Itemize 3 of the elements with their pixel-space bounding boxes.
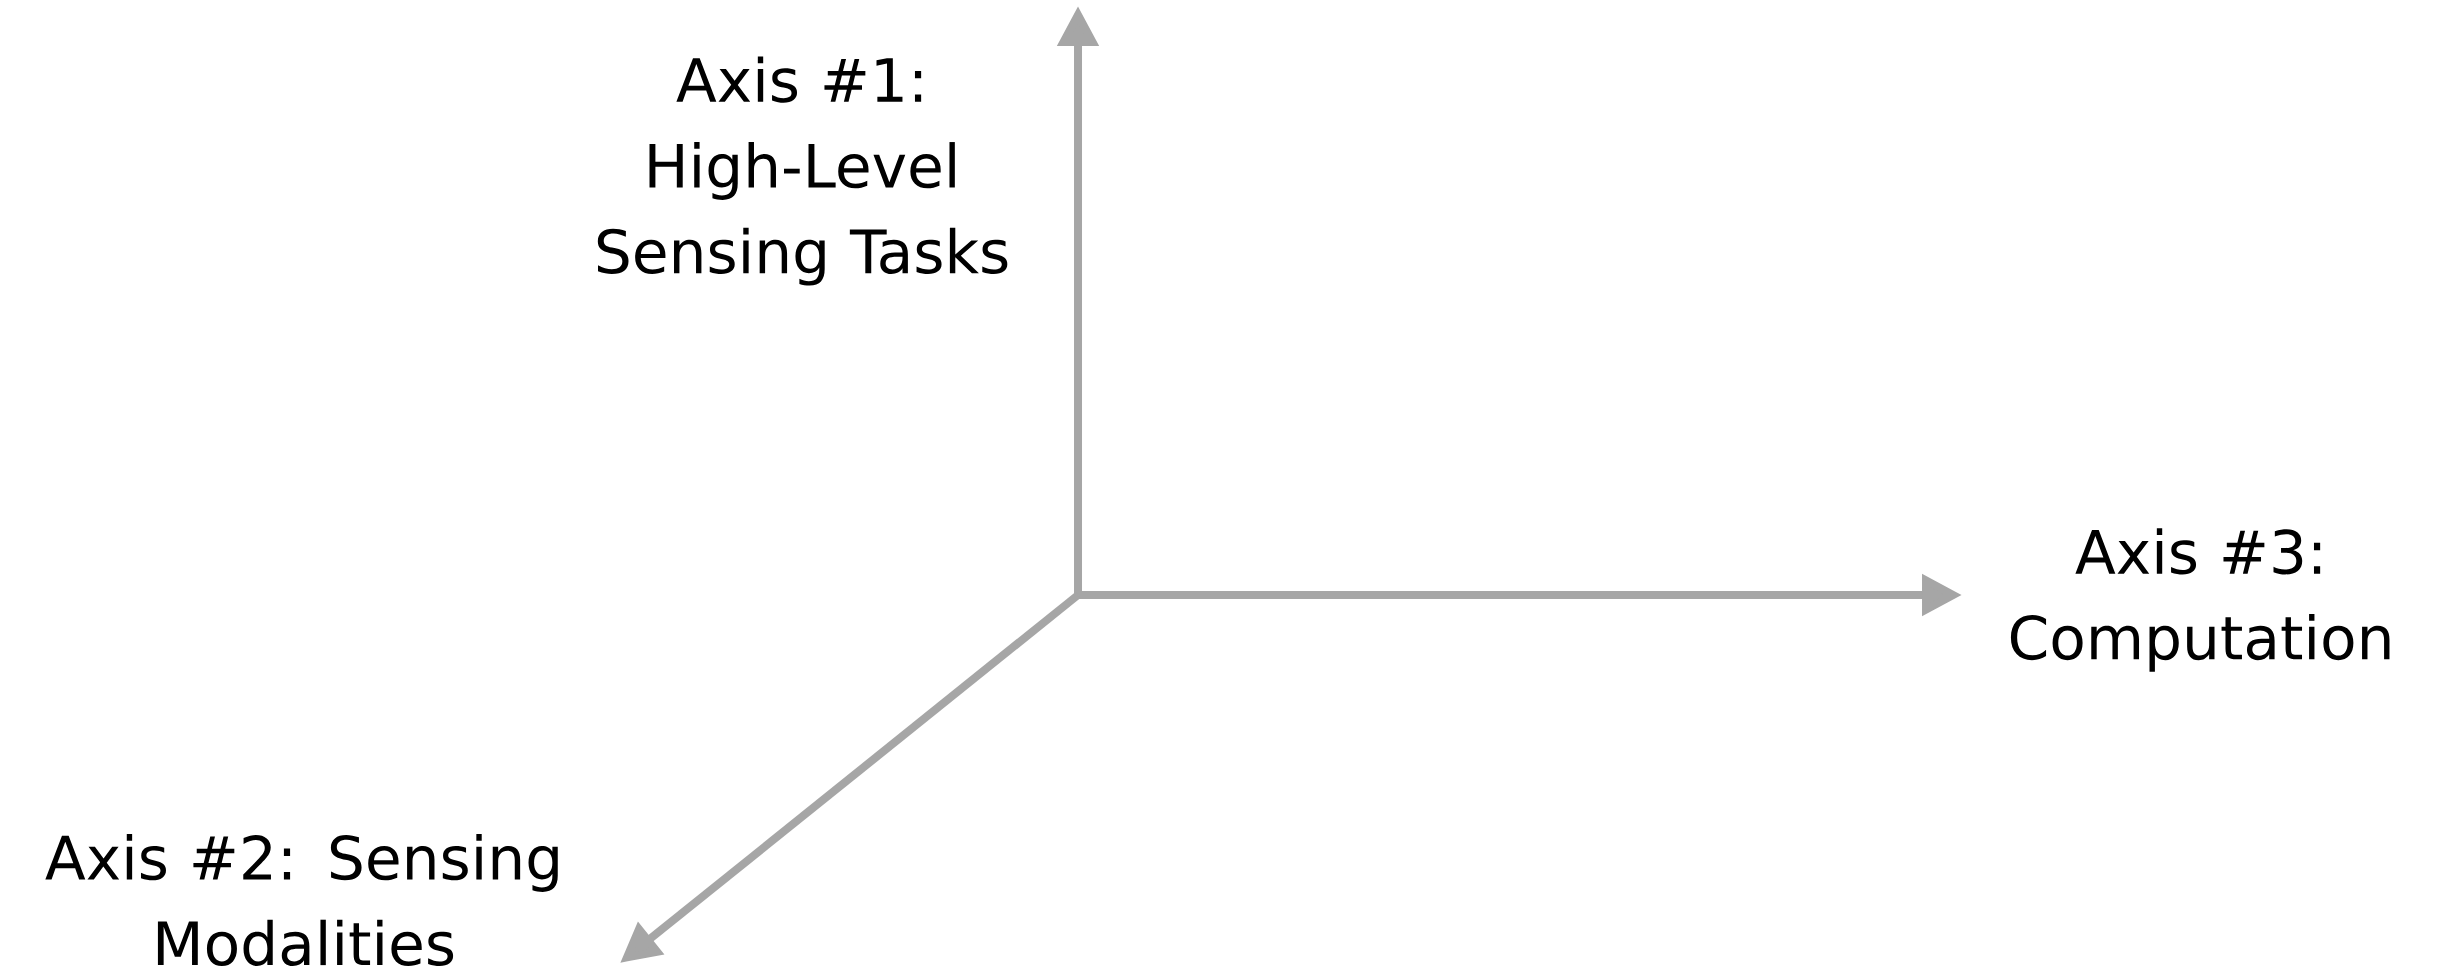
axis-label: Axis #3: Computation bbox=[2010, 528, 2390, 672]
axis-label: Axis #2: Sensing Modalities bbox=[45, 834, 558, 966]
axis-label: Axis #1: High-Level Sensing Tasks bbox=[597, 56, 1008, 286]
